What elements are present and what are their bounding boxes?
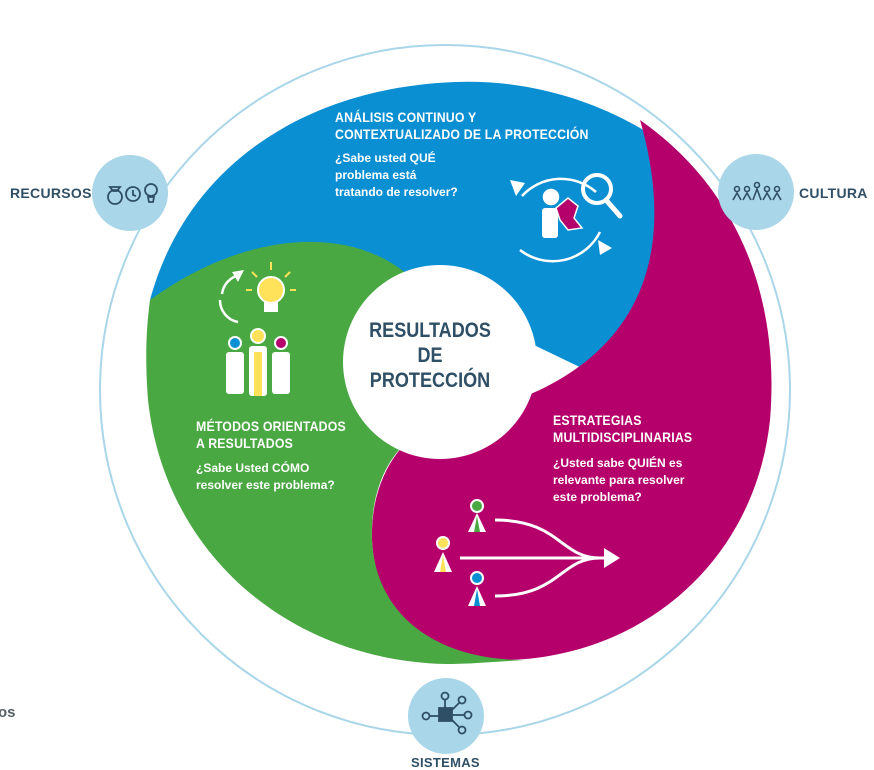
- network-hub-icon: [421, 691, 473, 735]
- strategies-title: ESTRATEGIAS MULTIDISCIPLINARIAS: [553, 412, 693, 445]
- center-title: RESULTADOS DE PROTECCIÓN: [369, 319, 491, 392]
- sistemas-node: [408, 678, 484, 754]
- methods-title: MÉTODOS ORIENTADOS A RESULTADOS: [196, 418, 346, 451]
- strategies-icon: [434, 499, 620, 606]
- cut-off-text: os: [0, 704, 16, 721]
- clock-icon: [125, 186, 141, 202]
- segment-analysis: [150, 81, 712, 372]
- people-group-icon: [732, 181, 782, 201]
- analysis-title: ANÁLISIS CONTINUO Y CONTEXTUALIZADO DE L…: [335, 109, 589, 142]
- money-bag-icon: [107, 186, 123, 205]
- analysis-icon: [510, 173, 623, 263]
- cultura-node: [718, 154, 794, 230]
- strategies-question: ¿Usted sabe QUIÉN es relevante para reso…: [553, 456, 685, 504]
- analysis-question: ¿Sabe usted QUÉ problema está tratando d…: [335, 151, 458, 199]
- lightbulb-icon: [144, 183, 158, 203]
- sistemas-label: SISTEMAS: [411, 755, 480, 770]
- methods-question: ¿Sabe Usted CÓMO resolver este problema?: [196, 461, 335, 492]
- recursos-node: [92, 155, 168, 231]
- methods-icon: [218, 262, 296, 396]
- center-circle: [343, 265, 537, 459]
- recursos-label: RECURSOS: [10, 185, 92, 201]
- cultura-label: CULTURA: [799, 185, 868, 201]
